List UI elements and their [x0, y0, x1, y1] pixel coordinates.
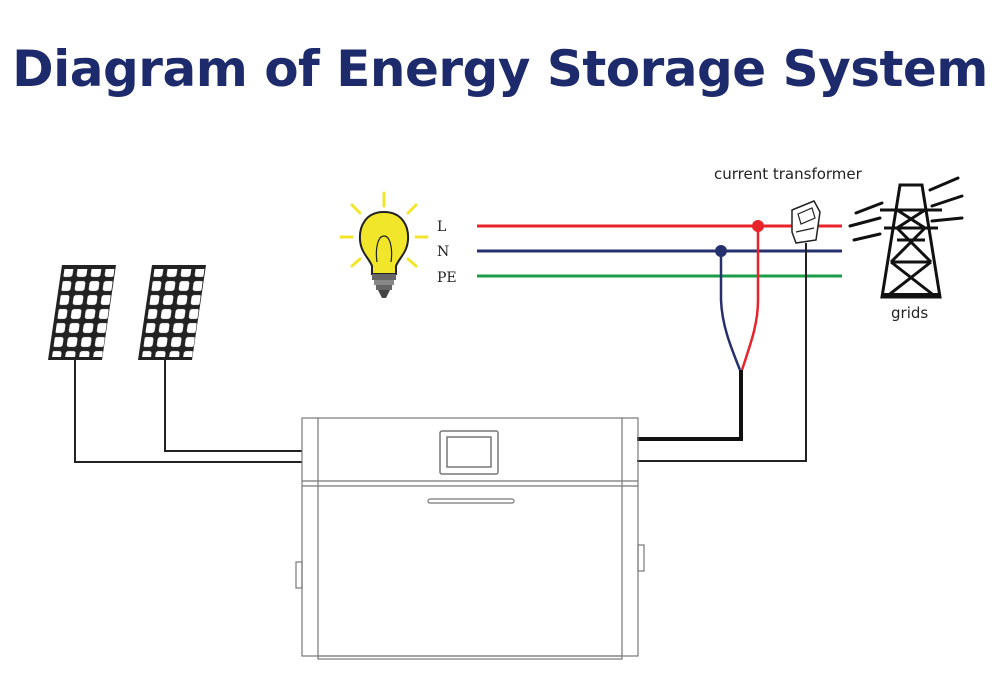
current-transformer-icon: [791, 200, 821, 244]
solar-dc-wires: [74, 360, 302, 463]
ct-signal-wire: [637, 243, 807, 462]
junction-n: [715, 245, 727, 257]
line-pe-label: PE: [437, 270, 457, 286]
drop-wire-n: [719, 251, 742, 371]
solar-panel-icon: [138, 265, 206, 360]
energy-storage-unit: [295, 417, 645, 660]
transmission-tower-icon: [848, 176, 964, 299]
drop-wire-l: [740, 226, 760, 371]
ac-cable: [637, 370, 743, 441]
light-bulb-icon: [339, 191, 429, 298]
line-n-label: N: [437, 244, 449, 260]
display-screen-icon: [439, 430, 499, 475]
junction-l: [752, 220, 764, 232]
solar-panel-icon: [48, 265, 116, 360]
current-transformer-label: current transformer: [714, 165, 863, 183]
line-l-label: L: [437, 219, 446, 235]
grids-label: grids: [891, 304, 928, 322]
diagram-title: Diagram of Energy Storage System: [12, 40, 988, 98]
